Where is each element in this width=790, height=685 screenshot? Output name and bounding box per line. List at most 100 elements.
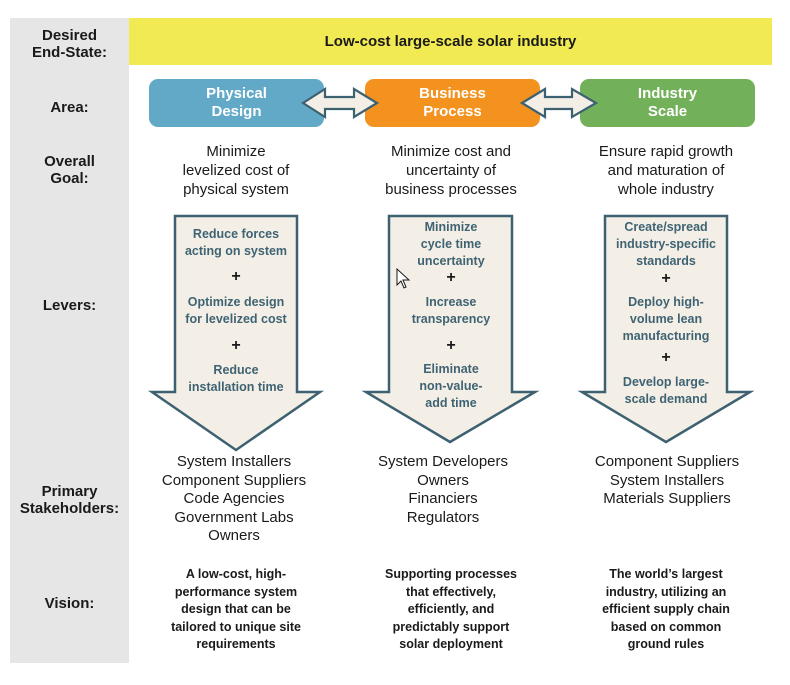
lever-line: uncertainty [417, 254, 485, 268]
lever-item: Minimize cycle time uncertainty [381, 219, 521, 270]
lever-line: acting on system [184, 244, 288, 258]
stakeholder: Owners [208, 527, 260, 544]
stakeholder: Component Suppliers [594, 453, 740, 470]
lever-item: Optimize design for levelized cost [166, 294, 306, 328]
goal-line: uncertainty of [405, 162, 497, 179]
lever-line: manufacturing [622, 329, 710, 343]
vision-line: efficiently, and [407, 602, 495, 616]
vision-line: performance system [174, 584, 298, 599]
lever-line: industry-specific [615, 237, 717, 251]
stakeholder: System Developers [377, 453, 509, 470]
vision-line: predictably support [392, 619, 510, 634]
stakeholder: Regulators [406, 508, 480, 526]
lever-line: Eliminate [423, 362, 479, 376]
lever-line: for levelized cost [185, 312, 287, 326]
stakeholder: System Installers [176, 453, 292, 470]
vision-line: tailored to unique site [171, 619, 301, 634]
lever-line: Reduce forces [192, 227, 280, 241]
plus-icon: + [661, 349, 671, 366]
plus-icon: + [661, 270, 671, 287]
label-line: Overall [44, 153, 95, 170]
vision-business: Supporting processes that effectively, e… [351, 566, 551, 654]
vision-line: industry, utilizing an [605, 584, 727, 599]
double-headed-arrow-icon [300, 86, 380, 120]
goal-line: physical system [183, 181, 289, 198]
lever-item: Increase transparency [381, 294, 521, 328]
lever-line: Develop large- [622, 375, 710, 389]
lever-item: Deploy high- volume lean manufacturing [596, 294, 736, 345]
plus-icon: + [446, 269, 456, 286]
label-levers: Levers: [42, 297, 97, 314]
vision-line: based on common [610, 619, 722, 634]
vision-industry: The world’s largest industry, utilizing … [566, 566, 766, 654]
label-line: Primary [41, 483, 98, 500]
label-line: Goal: [50, 170, 89, 187]
area-line: Scale [647, 103, 688, 120]
vision-line: Supporting processes [385, 567, 517, 581]
lever-item: Eliminate non-value- add time [381, 361, 521, 412]
stakeholder: Government Labs [174, 508, 294, 526]
stakeholder: Owners [417, 471, 469, 489]
vision-line: The world’s largest [609, 567, 723, 581]
lever-item: Create/spread industry-specific standard… [596, 219, 736, 270]
lever-line: cycle time [420, 237, 482, 251]
stakeholder: System Installers [609, 471, 725, 489]
vision-line: solar deployment [399, 637, 503, 651]
row-label-column [10, 18, 129, 663]
stakeholder: Code Agencies [183, 490, 285, 507]
label-primary-stakeholders: Primary Stakeholders: [10, 483, 129, 517]
stakeholders-physical: System Installers Component Suppliers Co… [124, 453, 344, 546]
double-headed-arrow-icon [519, 87, 599, 119]
area-line: Business [419, 85, 486, 102]
goal-physical: Minimize levelized cost of physical syst… [136, 142, 336, 199]
area-line: Design [211, 103, 262, 120]
lever-arrow-industry [577, 214, 755, 444]
lever-line: Deploy high- [628, 295, 704, 309]
stakeholders-business: System Developers Owners Financiers Regu… [333, 453, 553, 527]
lever-arrow-business [361, 214, 540, 444]
lever-line: installation time [188, 380, 284, 394]
stakeholder: Financiers [408, 490, 478, 507]
area-line: Process [423, 103, 482, 120]
goal-line: Ensure rapid growth [598, 143, 734, 160]
goal-line: levelized cost of [182, 162, 290, 179]
plus-icon: + [231, 337, 241, 354]
lever-item: Develop large- scale demand [596, 374, 736, 408]
vision-physical: A low-cost, high- performance system des… [136, 566, 336, 654]
label-area: Area: [50, 99, 89, 116]
goal-line: business processes [385, 181, 517, 198]
vision-line: that effectively, [405, 584, 497, 599]
vision-line: requirements [196, 637, 276, 651]
lever-line: scale demand [624, 392, 708, 406]
lever-line: standards [636, 254, 696, 268]
goal-line: and maturation of [607, 162, 725, 179]
goal-line: Minimize cost and [390, 143, 512, 160]
lever-line: Increase [425, 295, 477, 309]
vision-line: A low-cost, high- [185, 567, 287, 581]
vision-line: design that can be [181, 602, 291, 616]
plus-icon: + [446, 337, 456, 354]
goal-industry: Ensure rapid growth and maturation of wh… [566, 142, 766, 199]
label-line: Stakeholders: [19, 500, 120, 517]
vision-line: ground rules [627, 637, 705, 651]
label-line: End-State: [32, 44, 107, 61]
area-line: Industry [637, 85, 698, 102]
goal-line: Minimize [206, 143, 266, 160]
label-desired-end-state: Desired End-State: [10, 27, 129, 61]
stakeholders-industry: Component Suppliers System Installers Ma… [557, 453, 777, 509]
lever-line: volume lean [629, 312, 703, 326]
lever-line: add time [425, 396, 477, 410]
lever-arrow-physical [147, 214, 325, 452]
label-vision: Vision: [44, 595, 95, 612]
lever-line: Minimize [424, 220, 478, 234]
mouse-pointer-icon [396, 267, 411, 289]
lever-line: non-value- [419, 379, 483, 393]
lever-line: transparency [411, 312, 491, 326]
lever-line: Reduce [213, 363, 259, 377]
vision-line: efficient supply chain [602, 602, 730, 616]
label-line: Desired [41, 27, 98, 44]
